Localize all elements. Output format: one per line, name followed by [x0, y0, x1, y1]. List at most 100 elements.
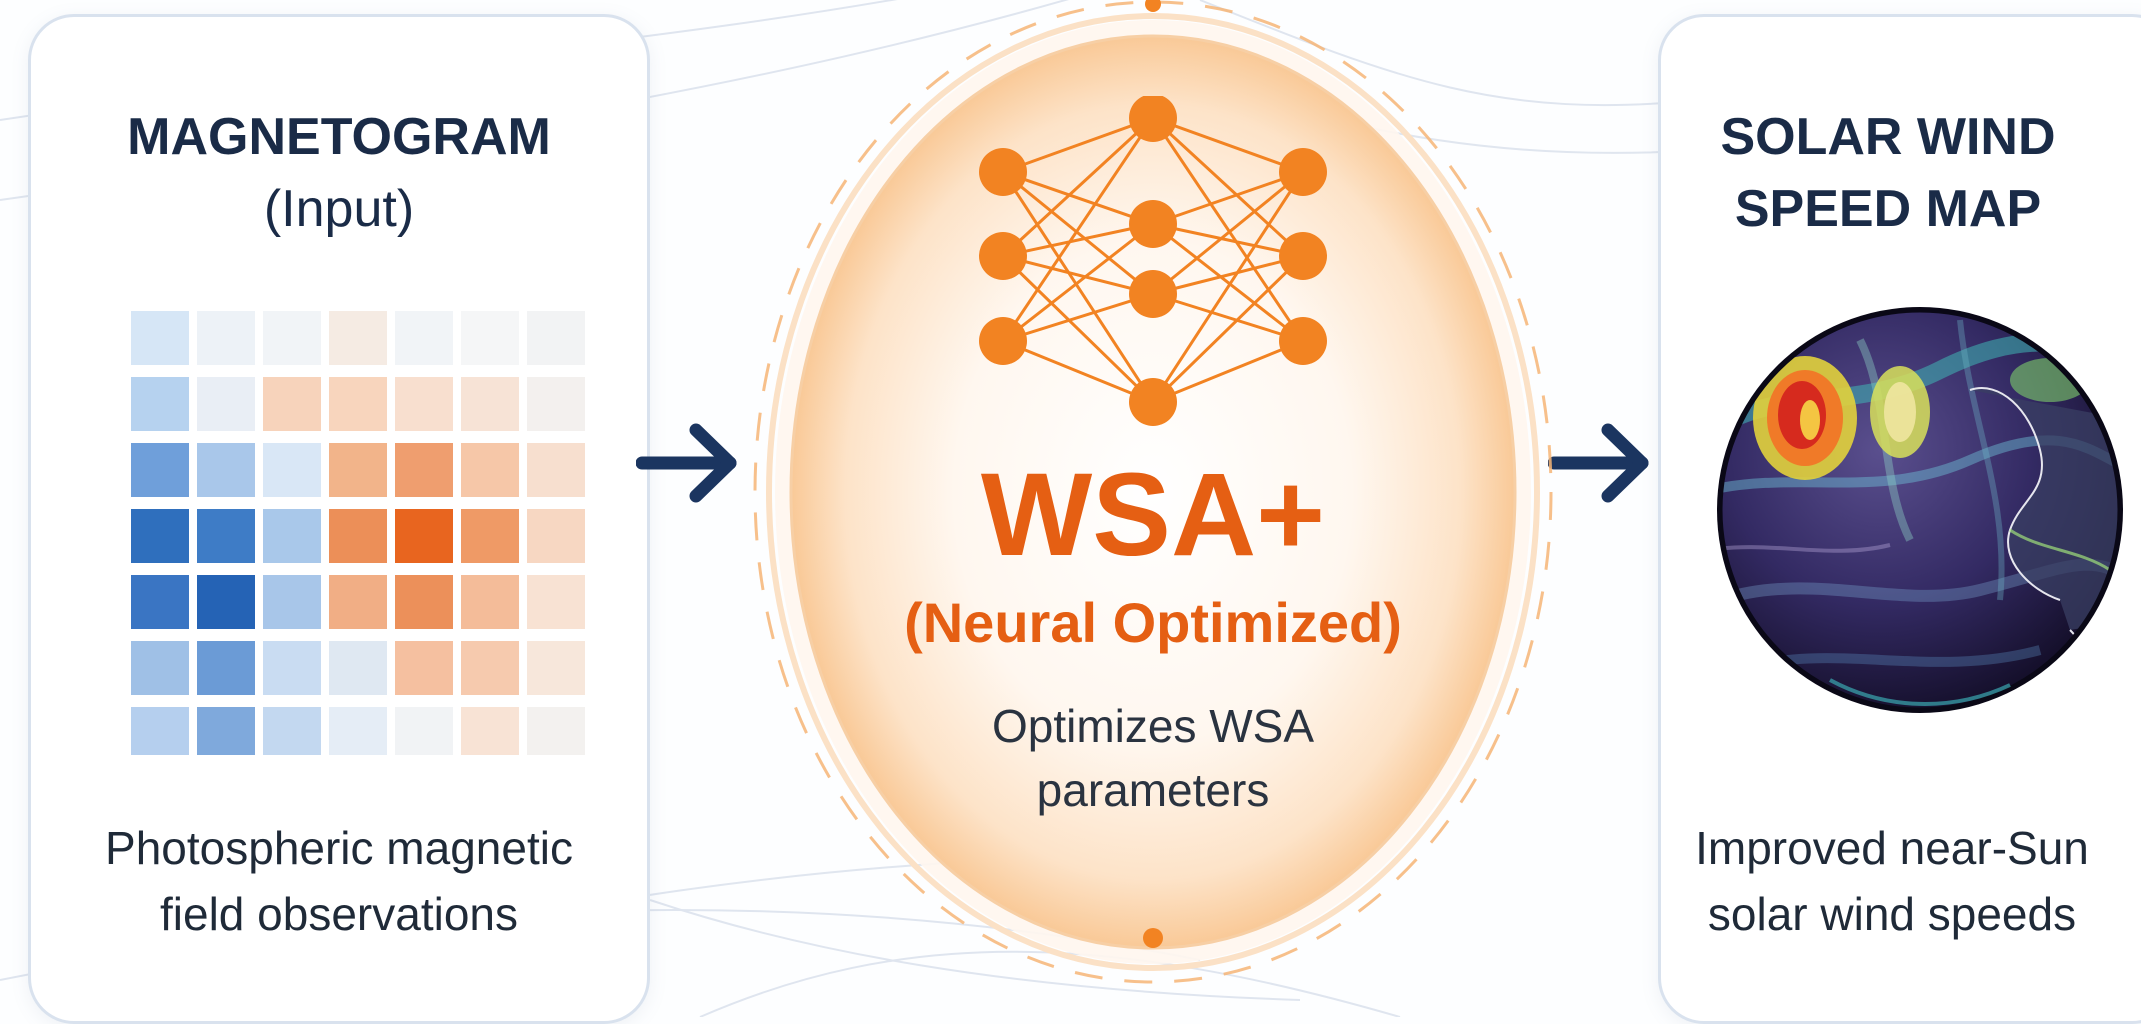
- neural-network-icon: [979, 96, 1327, 426]
- heatmap-cell: [395, 641, 453, 695]
- network-edge: [1002, 116, 1154, 174]
- heatmap-cell: [461, 377, 519, 431]
- magnetogram-heatmap: [131, 311, 585, 755]
- heatmap-cell: [527, 377, 585, 431]
- heatmap-cell: [263, 443, 321, 497]
- network-edge: [1152, 222, 1304, 258]
- output-panel-title: SOLAR WIND SPEED MAP: [1601, 101, 2141, 245]
- heatmap-cell: [329, 311, 387, 365]
- network-edge: [1152, 170, 1304, 226]
- network-edge: [1001, 254, 1155, 404]
- network-node: [1129, 378, 1177, 426]
- heatmap-cell: [395, 509, 453, 563]
- heatmap-cell: [395, 311, 453, 365]
- heatmap-cell: [263, 509, 321, 563]
- heatmap-cell: [197, 443, 255, 497]
- network-edge: [1002, 339, 1154, 404]
- network-node: [1129, 270, 1177, 318]
- heatmap-cell: [197, 641, 255, 695]
- heatmap-cell: [131, 707, 189, 755]
- network-edge: [1152, 170, 1304, 296]
- heatmap-cell: [395, 443, 453, 497]
- input-panel-description: Photospheric magnetic field observations: [31, 815, 647, 947]
- network-edge: [1002, 292, 1154, 343]
- network-edge: [1002, 170, 1154, 296]
- heatmap-cell: [329, 443, 387, 497]
- model-desc-line1: Optimizes WSA: [991, 700, 1315, 752]
- input-panel-title: MAGNETOGRAM (Input): [31, 101, 647, 245]
- heatmap-cell: [461, 707, 519, 755]
- network-edge: [1152, 116, 1304, 174]
- magnetogram-input-panel: MAGNETOGRAM (Input) Photospheric magneti…: [28, 14, 650, 1024]
- network-node: [1279, 148, 1327, 196]
- output-desc-line2: solar wind speeds: [1707, 888, 2077, 940]
- heatmap-cell: [527, 311, 585, 365]
- network-edge: [1002, 254, 1154, 296]
- heatmap-cell: [197, 509, 255, 563]
- output-title-line1: SOLAR WIND: [1720, 108, 2056, 166]
- network-node: [979, 317, 1027, 365]
- heatmap-cell: [527, 509, 585, 563]
- heatmap-cell: [131, 641, 189, 695]
- heatmap-cell: [263, 377, 321, 431]
- heatmap-cell: [329, 641, 387, 695]
- heatmap-cell: [131, 575, 189, 629]
- heatmap-cell: [527, 641, 585, 695]
- network-edge: [1152, 339, 1304, 404]
- heatmap-cell: [197, 311, 255, 365]
- heatmap-cell: [395, 707, 453, 755]
- input-title-line1: MAGNETOGRAM: [127, 108, 551, 166]
- heatmap-cell: [461, 443, 519, 497]
- input-title-line2: (Input): [263, 180, 415, 238]
- network-edge: [1152, 254, 1304, 296]
- heatmap-cell: [527, 575, 585, 629]
- network-node: [979, 148, 1027, 196]
- network-edge: [1151, 117, 1305, 342]
- heatmap-cell: [395, 575, 453, 629]
- heatmap-cell: [329, 707, 387, 755]
- heatmap-cell: [527, 707, 585, 755]
- heatmap-cell: [197, 707, 255, 755]
- network-edge: [1151, 171, 1305, 403]
- network-edge: [1152, 222, 1304, 343]
- network-edge: [1001, 117, 1155, 342]
- arrow-right-icon: [1548, 423, 1649, 503]
- heatmap-cell: [197, 575, 255, 629]
- input-desc-line1: Photospheric magnetic: [105, 822, 573, 874]
- heatmap-cell: [197, 377, 255, 431]
- heatmap-cell: [461, 509, 519, 563]
- heatmap-cell: [131, 377, 189, 431]
- network-edge: [1151, 116, 1305, 258]
- heatmap-cell: [263, 641, 321, 695]
- arrow-right-icon: [636, 423, 737, 503]
- heatmap-cell: [395, 377, 453, 431]
- heatmap-cell: [263, 575, 321, 629]
- heatmap-cell: [329, 377, 387, 431]
- heatmap-cell: [461, 641, 519, 695]
- network-edge: [1002, 222, 1154, 258]
- model-description: Optimizes WSA parameters: [853, 694, 1453, 822]
- heatmap-cell: [131, 443, 189, 497]
- solar-wind-globe-icon: [1717, 307, 2123, 713]
- heatmap-cell: [527, 443, 585, 497]
- network-edge: [1001, 116, 1155, 258]
- network-node: [979, 232, 1027, 280]
- network-edge: [1001, 171, 1155, 403]
- heatmap-cell: [461, 575, 519, 629]
- model-title: WSA+: [980, 449, 1326, 581]
- heatmap-cell: [263, 707, 321, 755]
- heatmap-cell: [131, 509, 189, 563]
- network-node: [1279, 232, 1327, 280]
- model-subtitle: (Neural Optimized): [904, 591, 1402, 654]
- output-desc-line1: Improved near-Sun: [1695, 822, 2089, 874]
- output-title-line2: SPEED MAP: [1734, 180, 2042, 238]
- model-desc-line2: parameters: [1036, 764, 1270, 816]
- heatmap-cell: [329, 575, 387, 629]
- heatmap-cell: [131, 311, 189, 365]
- network-edge: [1151, 254, 1305, 404]
- output-panel-description: Improved near-Sun solar wind speeds: [1609, 815, 2141, 947]
- heatmap-cell: [263, 311, 321, 365]
- network-edge: [1002, 222, 1154, 343]
